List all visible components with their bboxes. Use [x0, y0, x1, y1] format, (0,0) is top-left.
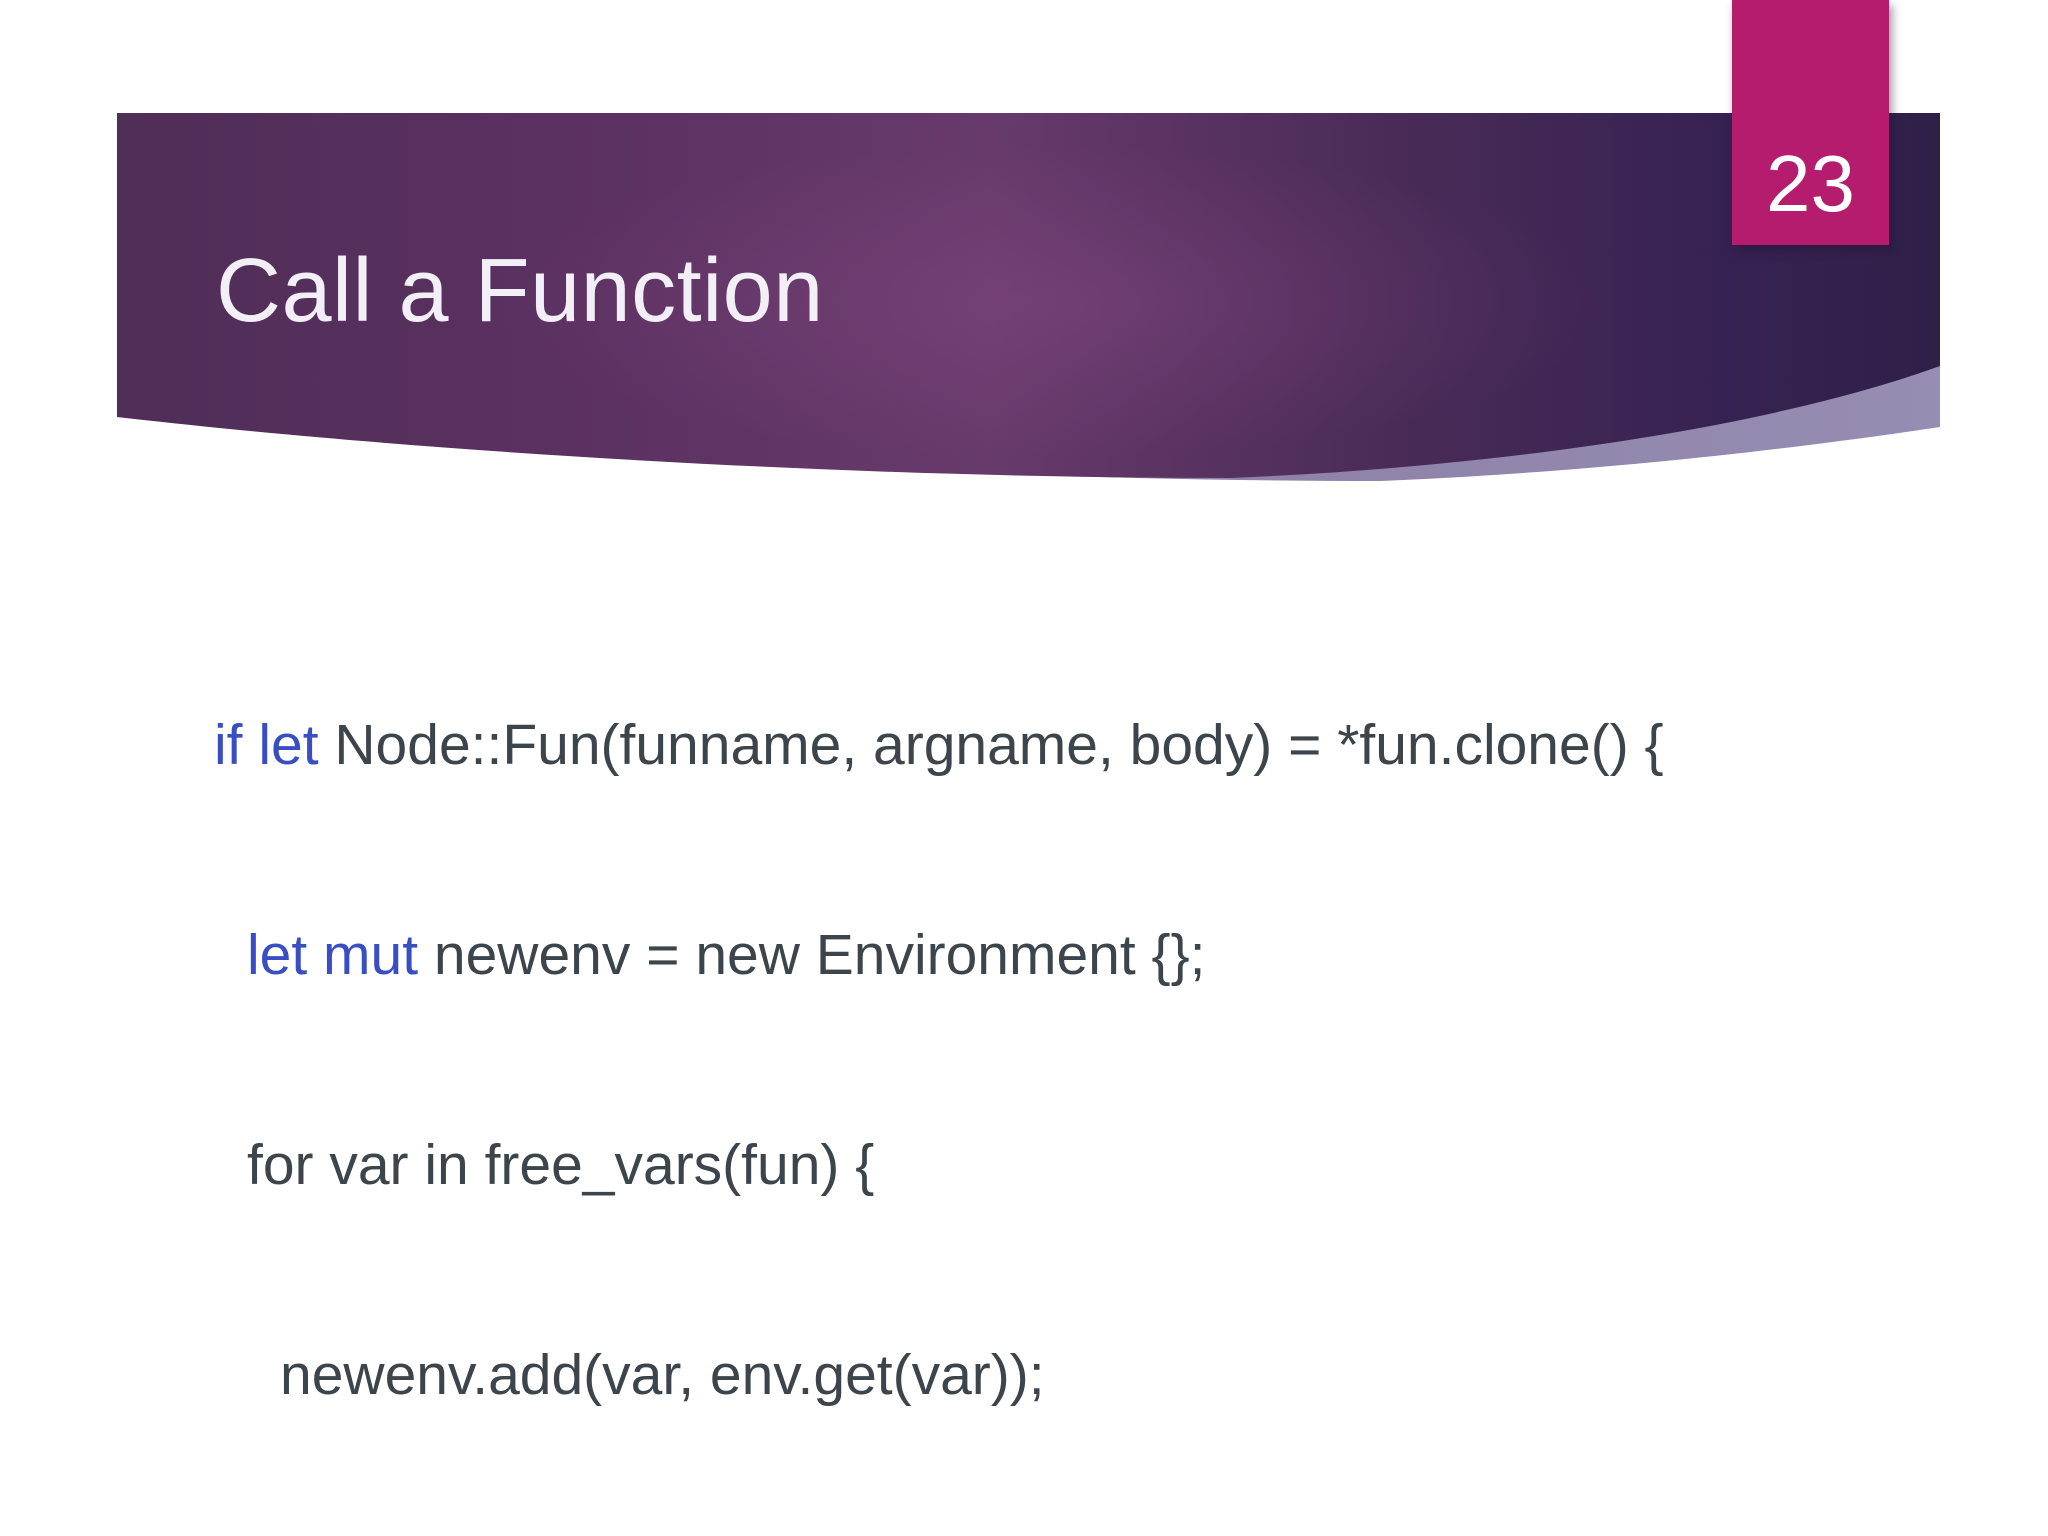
code-block: if let Node::Fun(funname, argname, body)… — [214, 570, 1664, 1536]
code-keyword: let mut — [247, 923, 434, 987]
code-line: if let Node::Fun(funname, argname, body)… — [214, 710, 1664, 780]
code-line: let mut newenv = new Environment {}; — [214, 920, 1664, 990]
code-text: Node::Fun(funname, argname, body) = *fun… — [334, 713, 1664, 777]
header-banner-wave — [117, 113, 1940, 481]
code-keyword: if let — [214, 713, 335, 777]
code-text: for var in free_vars(fun) { — [247, 1133, 875, 1197]
code-line: newenv.add(var, env.get(var)); — [214, 1340, 1664, 1410]
banner-glow-overlay — [117, 113, 1940, 478]
code-text: newenv = new Environment {}; — [433, 923, 1206, 987]
slide-number: 23 — [1766, 139, 1855, 228]
code-line: for var in free_vars(fun) { — [214, 1130, 1664, 1200]
code-text: newenv.add(var, env.get(var)); — [280, 1343, 1045, 1407]
slide-title: Call a Function — [216, 241, 824, 341]
slide-number-box: 23 — [1732, 0, 1889, 245]
